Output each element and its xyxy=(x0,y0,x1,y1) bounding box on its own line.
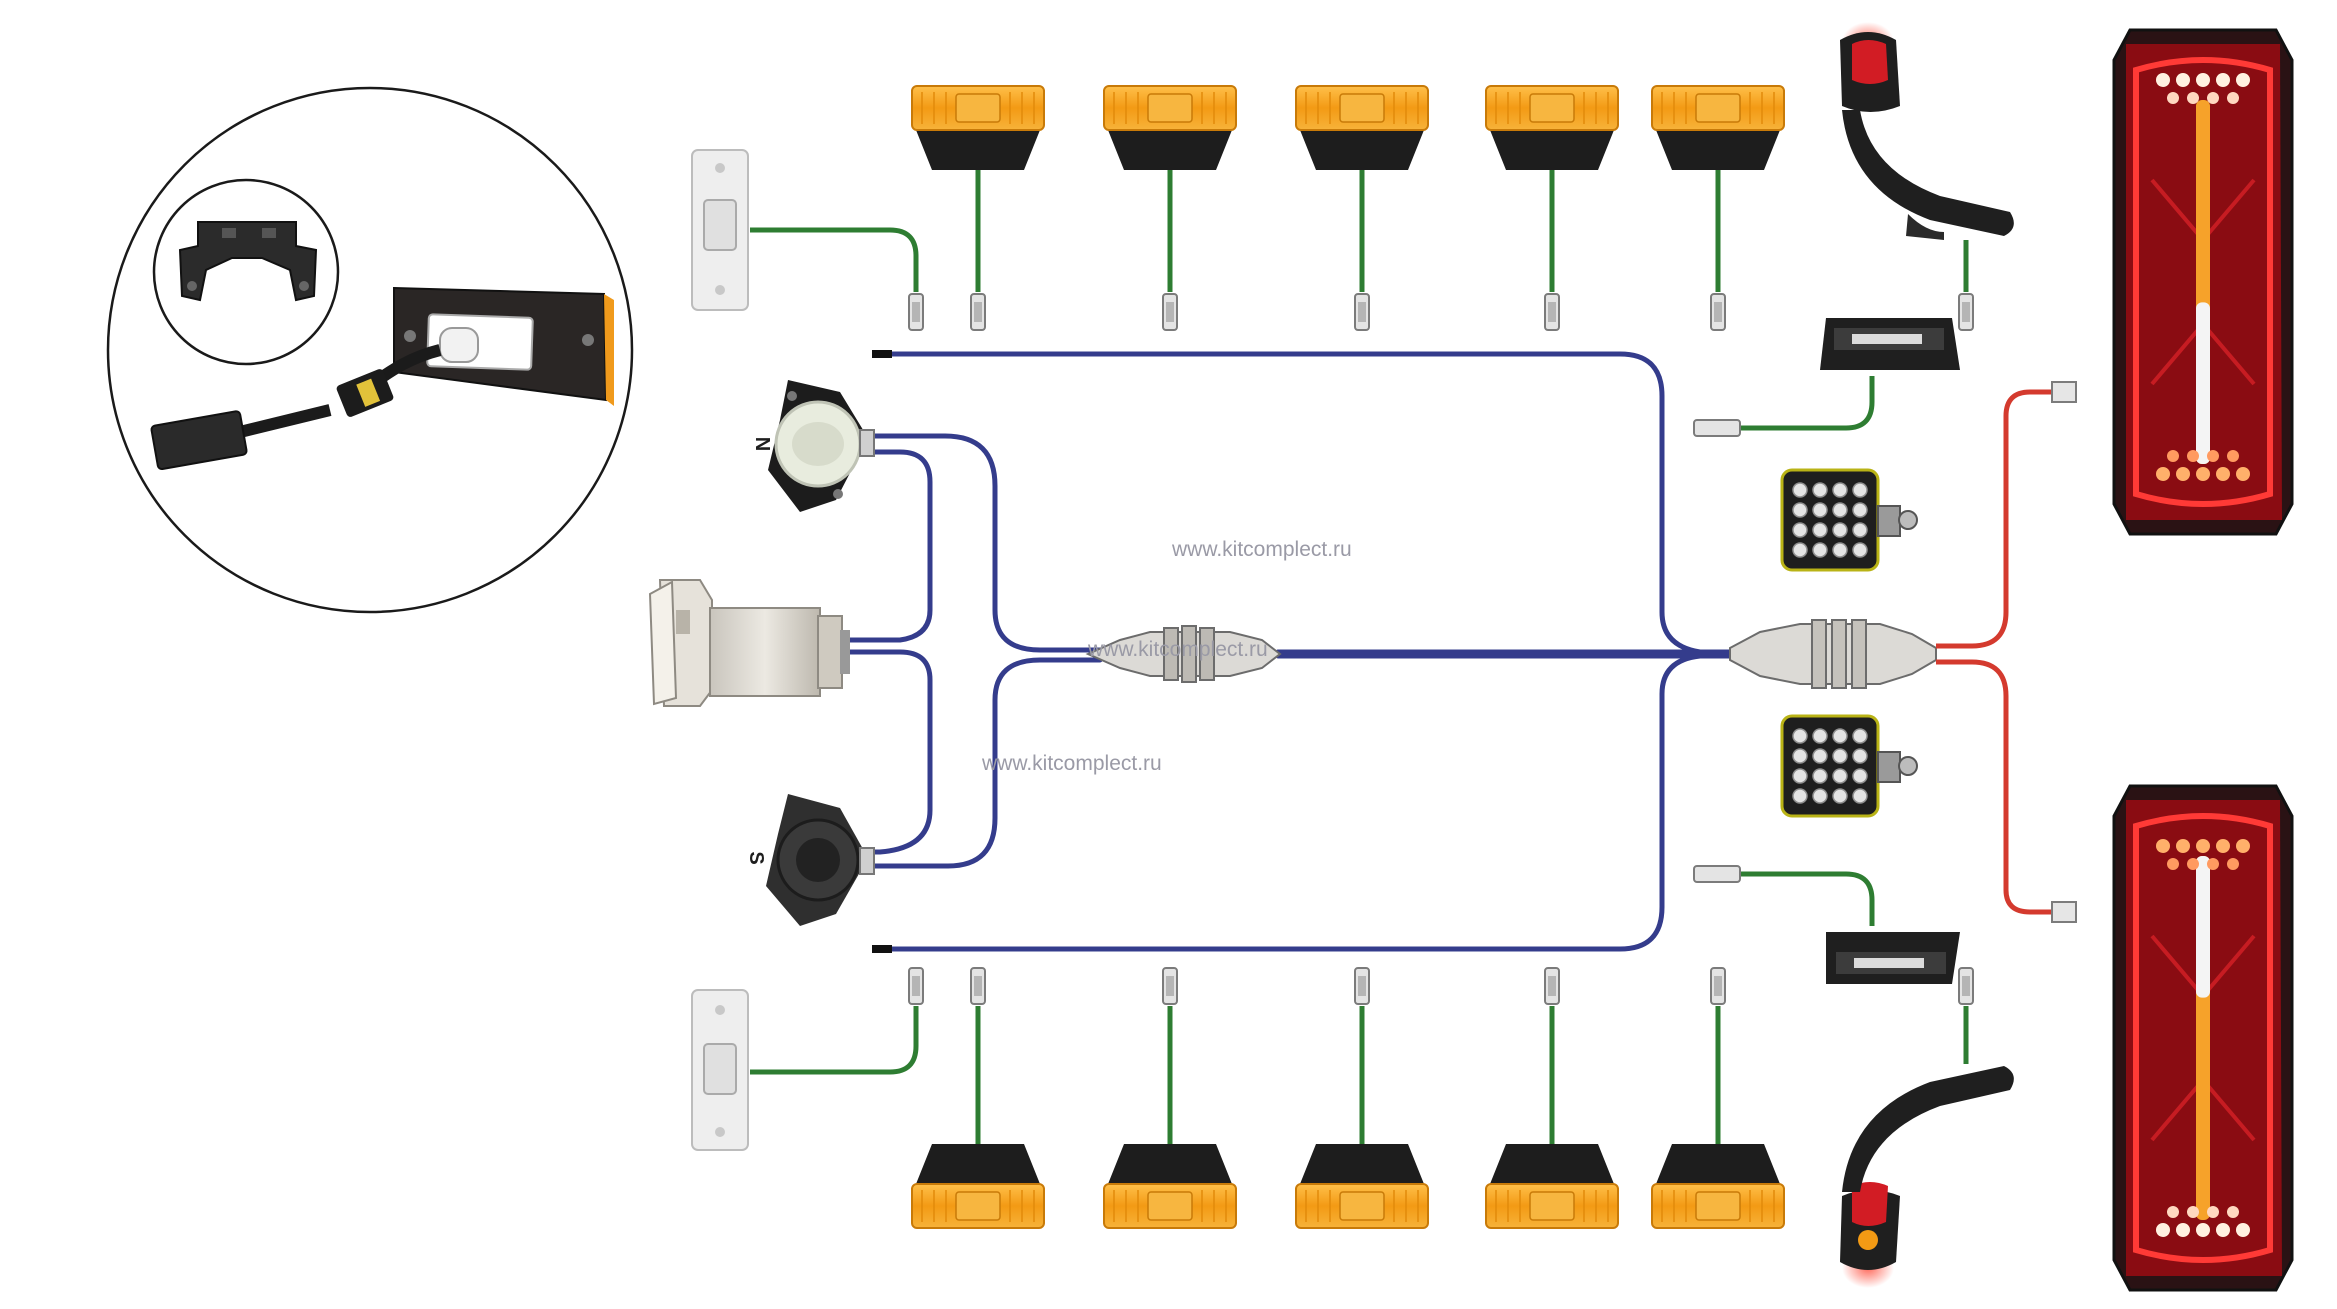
side-marker-lamp xyxy=(1295,85,1429,170)
side-marker-lamp xyxy=(1485,1144,1619,1229)
top-trunk-cable xyxy=(885,351,1738,655)
outline-lamp-top xyxy=(1840,22,2014,240)
work-lamp-bottom xyxy=(1780,714,1918,818)
watermark: www.kitcomplect.ru xyxy=(1087,638,1268,661)
side-marker-lamp xyxy=(1295,1144,1429,1229)
license-lamp-terminals xyxy=(1693,419,1741,883)
bottom-trunk-cable xyxy=(885,653,1738,952)
tail-lamp-top xyxy=(2112,28,2294,536)
marker-wires xyxy=(750,160,1969,1148)
side-markers-top xyxy=(911,85,1785,170)
side-marker-lamp xyxy=(1651,85,1785,170)
terminals-bottom xyxy=(908,967,1974,1005)
watermark: www.kitcomplect.ru xyxy=(981,752,1162,775)
side-marker-lamp xyxy=(911,1144,1045,1229)
inset-detail xyxy=(106,86,634,614)
junction-box-right xyxy=(1729,619,1937,689)
side-marker-lamp xyxy=(1651,1144,1785,1229)
side-markers-bottom xyxy=(911,1144,1785,1229)
main-harness xyxy=(845,351,1738,952)
cable-end-cap xyxy=(872,945,892,953)
tail-lamp-bottom xyxy=(2112,784,2294,1292)
license-lamp-bottom xyxy=(1826,932,1960,984)
side-marker-lamp xyxy=(1103,85,1237,170)
cable-end-cap xyxy=(872,350,892,358)
7-pin-socket-s xyxy=(766,794,875,926)
7-pin-socket-n xyxy=(768,380,875,512)
mounting-bracket-icon xyxy=(178,221,318,302)
socket-label-n: N xyxy=(751,437,773,451)
outline-lamp-bottom xyxy=(1840,1066,2014,1288)
junction-box-left xyxy=(1085,625,1282,683)
watermark: www.kitcomplect.ru xyxy=(1171,538,1352,561)
side-marker-lamp xyxy=(1485,85,1619,170)
tail-lamp-connector xyxy=(2051,381,2077,923)
reflector-bottom xyxy=(691,989,749,1151)
socket-label-s: S xyxy=(745,851,767,864)
license-lamp-top xyxy=(1820,318,1960,370)
side-marker-lamp xyxy=(911,85,1045,170)
tail-lamp-wires xyxy=(1936,389,2058,915)
terminals-top xyxy=(908,293,1974,331)
15-pin-socket xyxy=(648,579,850,707)
work-lamp-top xyxy=(1780,468,1918,572)
side-marker-lamp xyxy=(1103,1144,1237,1229)
reflector-top xyxy=(691,149,749,311)
marker-lamp-with-connector-icon xyxy=(150,286,614,471)
